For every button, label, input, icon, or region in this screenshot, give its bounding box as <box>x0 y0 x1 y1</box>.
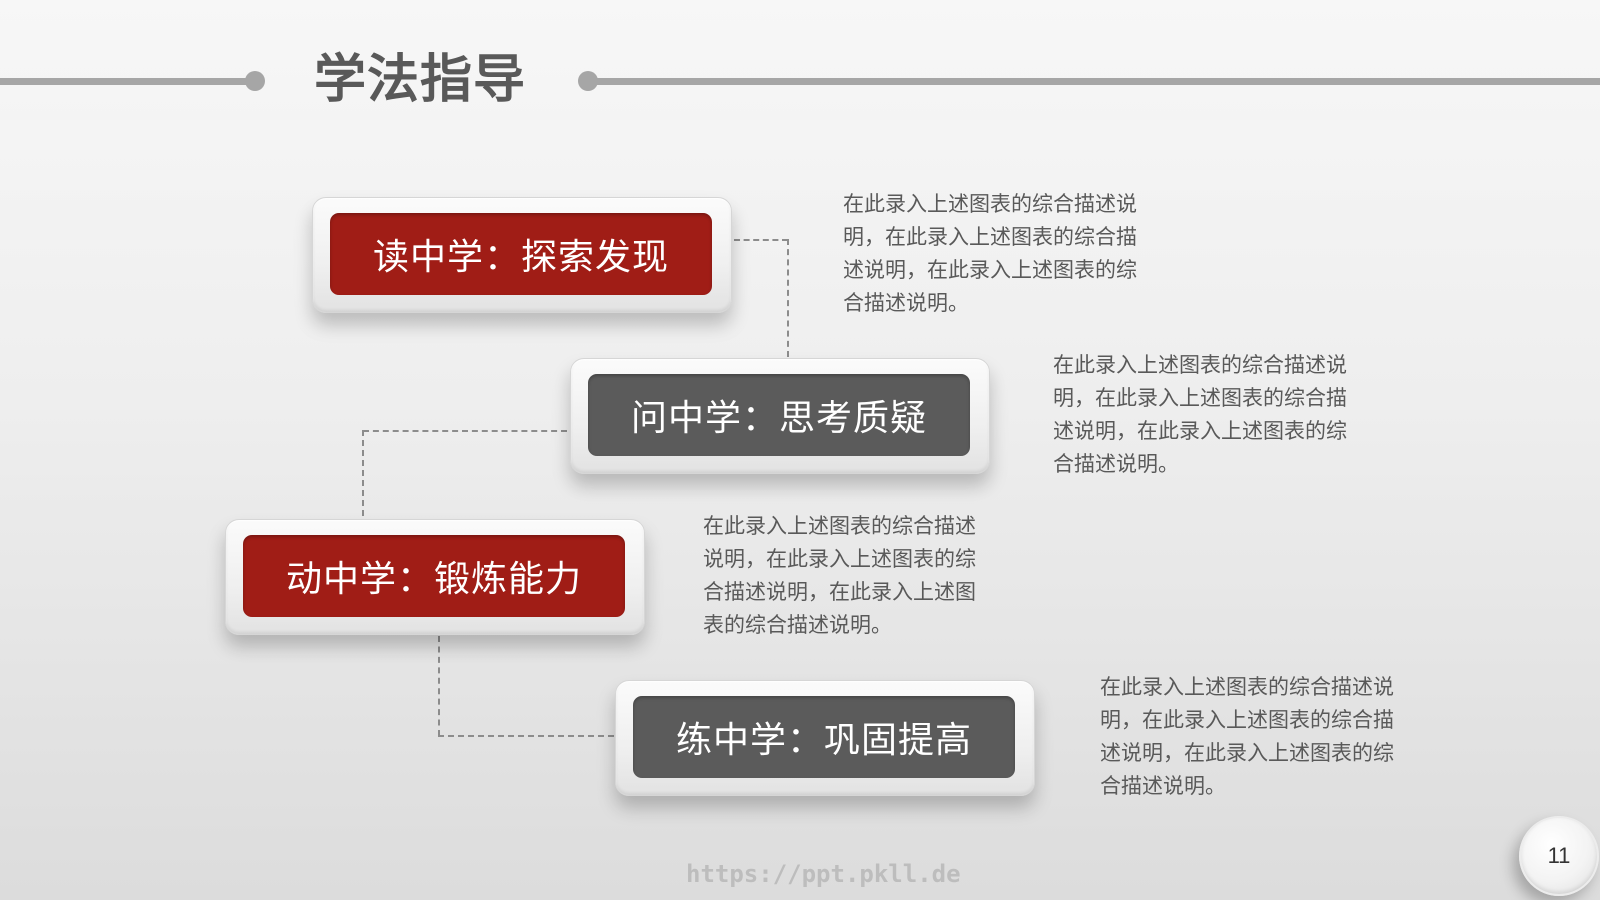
description-line: 表的综合描述说明。 <box>703 613 892 637</box>
step-label-1: 读中学：探索发现 <box>372 237 669 278</box>
description-line: 明，在此录入上述图表的综合描 <box>1053 386 1347 410</box>
description-line: 在此录入上述图表的综合描述说 <box>843 192 1137 216</box>
step-label-2: 问中学：思考质疑 <box>630 398 927 439</box>
watermark: https://ppt.pkll.de <box>686 860 961 888</box>
description-line: 在此录入上述图表的综合描述说 <box>1100 675 1394 699</box>
page-number: 11 <box>1547 843 1571 868</box>
step-label-box-4: 练中学：巩固提高 <box>633 696 1015 778</box>
step-card-2: 问中学：思考质疑 <box>570 358 990 474</box>
step-label-box-1: 读中学：探索发现 <box>330 213 712 295</box>
description-line: 述说明，在此录入上述图表的综 <box>1053 419 1347 443</box>
description-line: 明，在此录入上述图表的综合描 <box>1100 708 1394 732</box>
connector-1-vertical <box>787 239 789 357</box>
step-label-box-2: 问中学：思考质疑 <box>588 374 970 456</box>
header-line-left <box>0 78 255 85</box>
connector-3-vertical <box>438 636 440 736</box>
step-card-3: 动中学：锻炼能力 <box>225 519 645 635</box>
description-line: 合描述说明。 <box>1053 452 1179 476</box>
step-description-2: 在此录入上述图表的综合描述说 明，在此录入上述图表的综合描 述说明，在此录入上述… <box>1053 349 1383 481</box>
description-line: 在此录入上述图表的综合描述 <box>703 514 976 538</box>
step-description-4: 在此录入上述图表的综合描述说 明，在此录入上述图表的综合描 述说明，在此录入上述… <box>1100 671 1430 803</box>
description-line: 合描述说明。 <box>843 291 969 315</box>
description-line: 合描述说明。 <box>1100 774 1226 798</box>
header-line-right <box>588 78 1600 85</box>
page-title: 学法指导 <box>314 50 527 110</box>
step-label-box-3: 动中学：锻炼能力 <box>243 535 625 617</box>
step-card-4: 练中学：巩固提高 <box>615 680 1035 796</box>
page-number-badge: 11 <box>1519 816 1599 896</box>
step-description-1: 在此录入上述图表的综合描述说 明，在此录入上述图表的综合描 述说明，在此录入上述… <box>843 188 1173 320</box>
connector-2-vertical <box>362 430 364 516</box>
header-dot-left <box>245 71 265 91</box>
step-card-1: 读中学：探索发现 <box>312 197 732 313</box>
description-line: 在此录入上述图表的综合描述说 <box>1053 353 1347 377</box>
description-line: 明，在此录入上述图表的综合描 <box>843 225 1137 249</box>
step-label-3: 动中学：锻炼能力 <box>285 559 582 600</box>
description-line: 述说明，在此录入上述图表的综 <box>1100 741 1394 765</box>
connector-1-horizontal <box>734 239 788 241</box>
description-line: 说明，在此录入上述图表的综 <box>703 547 976 571</box>
description-line: 合描述说明，在此录入上述图 <box>703 580 976 604</box>
description-line: 述说明，在此录入上述图表的综 <box>843 258 1137 282</box>
step-label-4: 练中学：巩固提高 <box>675 720 972 761</box>
connector-2-horizontal <box>363 430 567 432</box>
connector-3-horizontal <box>438 735 614 737</box>
step-description-3: 在此录入上述图表的综合描述 说明，在此录入上述图表的综 合描述说明，在此录入上述… <box>703 510 1033 642</box>
